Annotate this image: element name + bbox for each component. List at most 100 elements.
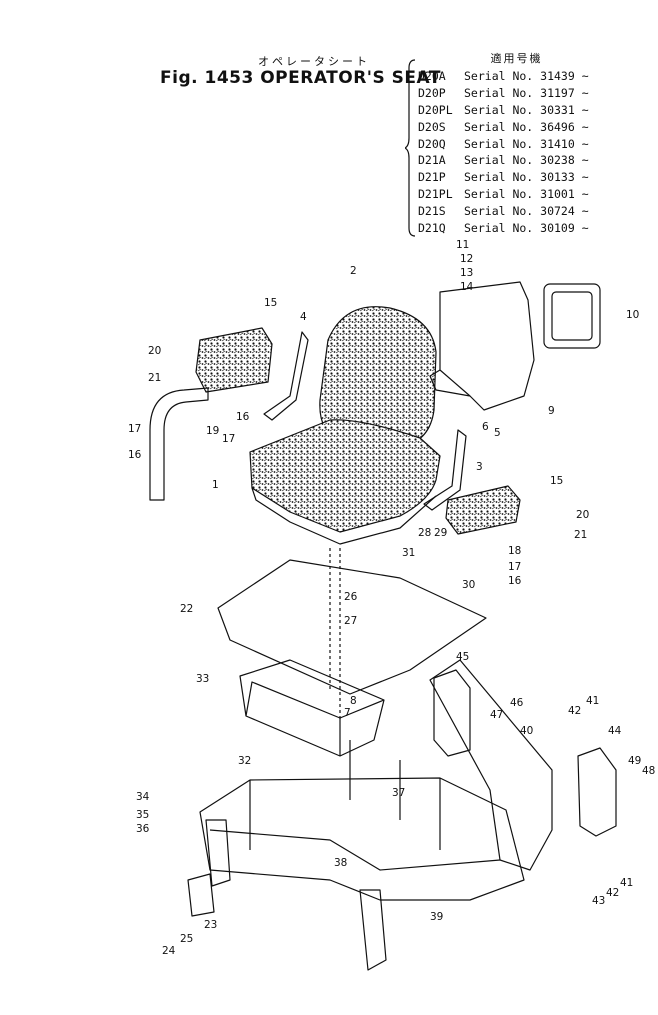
figure-title-japanese: オペレータシート bbox=[258, 55, 370, 68]
callout-20: 20 bbox=[148, 345, 161, 357]
callout-17: 17 bbox=[222, 433, 235, 445]
model-code: D21PL bbox=[418, 187, 453, 202]
callout-24: 24 bbox=[162, 945, 176, 957]
callout-46: 46 bbox=[510, 697, 524, 709]
callout-8: 8 bbox=[350, 695, 357, 707]
callout-35: 35 bbox=[136, 809, 149, 821]
callout-12: 12 bbox=[460, 253, 473, 265]
callout-39: 39 bbox=[430, 911, 443, 923]
callout-16: 16 bbox=[128, 449, 142, 461]
callout-13: 13 bbox=[460, 267, 473, 279]
callout-47: 47 bbox=[490, 709, 503, 721]
callout-2: 2 bbox=[350, 265, 357, 277]
serial-number: Serial No. 30133 ~ bbox=[464, 170, 589, 185]
serial-row: D20S Serial No. 36496 ~ bbox=[418, 120, 593, 137]
model-code: D20A bbox=[418, 69, 446, 83]
callout-27: 27 bbox=[344, 615, 357, 627]
serial-row: D20Q Serial No. 31410 ~ bbox=[418, 137, 593, 154]
serial-row: D20PL Serial No. 30331 ~ bbox=[418, 103, 593, 120]
serial-number: Serial No. 30331 ~ bbox=[464, 102, 589, 117]
callout-16: 16 bbox=[508, 575, 522, 587]
callout-15: 15 bbox=[550, 475, 563, 487]
callout-18: 18 bbox=[508, 545, 521, 557]
callout-14: 14 bbox=[460, 281, 474, 293]
serial-number: Serial No. 36496 ~ bbox=[464, 119, 589, 134]
callout-42: 42 bbox=[568, 705, 581, 717]
callout-6: 6 bbox=[482, 421, 489, 433]
serial-number: Serial No. 30724 ~ bbox=[464, 204, 589, 219]
model-code: D21Q bbox=[418, 221, 446, 236]
callout-4: 4 bbox=[300, 311, 307, 323]
callout-40: 40 bbox=[520, 725, 533, 737]
armrest-right bbox=[445, 485, 521, 535]
callout-23: 23 bbox=[204, 919, 217, 931]
storage-box bbox=[239, 659, 385, 757]
model-code: D20PL bbox=[418, 102, 453, 117]
callout-41: 41 bbox=[620, 877, 633, 889]
serial-row: D21A Serial No. 30238 ~ bbox=[418, 153, 593, 170]
callout-32: 32 bbox=[238, 755, 251, 767]
armrest-left bbox=[195, 327, 273, 393]
callout-10: 10 bbox=[626, 309, 639, 321]
model-code: D20S bbox=[418, 119, 446, 134]
callout-26: 26 bbox=[344, 591, 358, 603]
callout-36: 36 bbox=[136, 823, 150, 835]
callout-25: 25 bbox=[180, 933, 193, 945]
callout-labels: 1 2 3 4 5 6 7 8 9 10 11 12 13 14 15 15 1… bbox=[128, 239, 655, 957]
callout-3: 3 bbox=[476, 461, 483, 473]
serial-applicability-table: 適用号機 D20A Serial No. 31439 ~ D20P Serial N… bbox=[418, 50, 593, 238]
callout-21: 21 bbox=[148, 372, 161, 384]
model-code: D21P bbox=[418, 170, 446, 185]
serial-row: D21PL Serial No. 31001 ~ bbox=[418, 187, 593, 204]
callout-17: 17 bbox=[508, 561, 521, 573]
callout-37: 37 bbox=[392, 787, 405, 799]
model-code: D21S bbox=[418, 204, 446, 219]
serial-bracket bbox=[405, 59, 416, 237]
callout-21: 21 bbox=[574, 529, 587, 541]
serial-row: D20P Serial No. 31197 ~ bbox=[418, 86, 593, 103]
callout-43: 43 bbox=[592, 895, 605, 907]
callout-11: 11 bbox=[456, 239, 469, 251]
callout-19: 19 bbox=[206, 425, 219, 437]
serial-number: Serial No. 31197 ~ bbox=[464, 85, 589, 100]
serial-number: Serial No. 31410 ~ bbox=[464, 136, 589, 151]
serial-number: Serial No. 31001 ~ bbox=[464, 187, 589, 202]
serial-row: D20A Serial No. 31439 ~ bbox=[418, 69, 593, 86]
callout-33: 33 bbox=[196, 673, 209, 685]
callout-22: 22 bbox=[180, 603, 193, 615]
callout-49: 49 bbox=[628, 755, 641, 767]
callout-15: 15 bbox=[264, 297, 277, 309]
callout-16: 16 bbox=[236, 411, 250, 423]
callout-31: 31 bbox=[402, 547, 415, 559]
model-code: D21A bbox=[418, 153, 446, 168]
figure-title: Fig. 1453 OPERATOR'S SEAT bbox=[160, 68, 441, 88]
callout-17: 17 bbox=[128, 423, 141, 435]
callout-42: 42 bbox=[606, 887, 619, 899]
callout-7: 7 bbox=[344, 707, 351, 719]
callout-28: 28 bbox=[418, 527, 431, 539]
seat-plate bbox=[217, 559, 487, 695]
serial-number: Serial No. 31439 ~ bbox=[464, 69, 589, 83]
applicability-header: 適用号機 bbox=[490, 52, 543, 65]
callout-1: 1 bbox=[212, 479, 219, 491]
callout-20: 20 bbox=[576, 509, 589, 521]
serial-number: Serial No. 30238 ~ bbox=[464, 153, 589, 168]
callout-9: 9 bbox=[548, 405, 555, 417]
serial-row: D21S Serial No. 30724 ~ bbox=[418, 204, 593, 221]
serial-row: D21P Serial No. 30133 ~ bbox=[418, 170, 593, 187]
callout-29: 29 bbox=[434, 527, 447, 539]
model-code: D20Q bbox=[418, 136, 446, 151]
seat-cushion bbox=[249, 419, 441, 533]
model-code: D20P bbox=[418, 85, 446, 100]
main-frame bbox=[199, 777, 525, 901]
callout-38: 38 bbox=[334, 857, 347, 869]
callout-5: 5 bbox=[494, 427, 501, 439]
serial-row: D21Q Serial No. 30109 ~ bbox=[418, 221, 593, 238]
callout-45: 45 bbox=[456, 651, 469, 663]
callout-41: 41 bbox=[586, 695, 599, 707]
callout-44: 44 bbox=[608, 725, 622, 737]
callout-30: 30 bbox=[462, 579, 475, 591]
serial-number: Serial No. 30109 ~ bbox=[464, 221, 589, 236]
callout-34: 34 bbox=[136, 791, 150, 803]
